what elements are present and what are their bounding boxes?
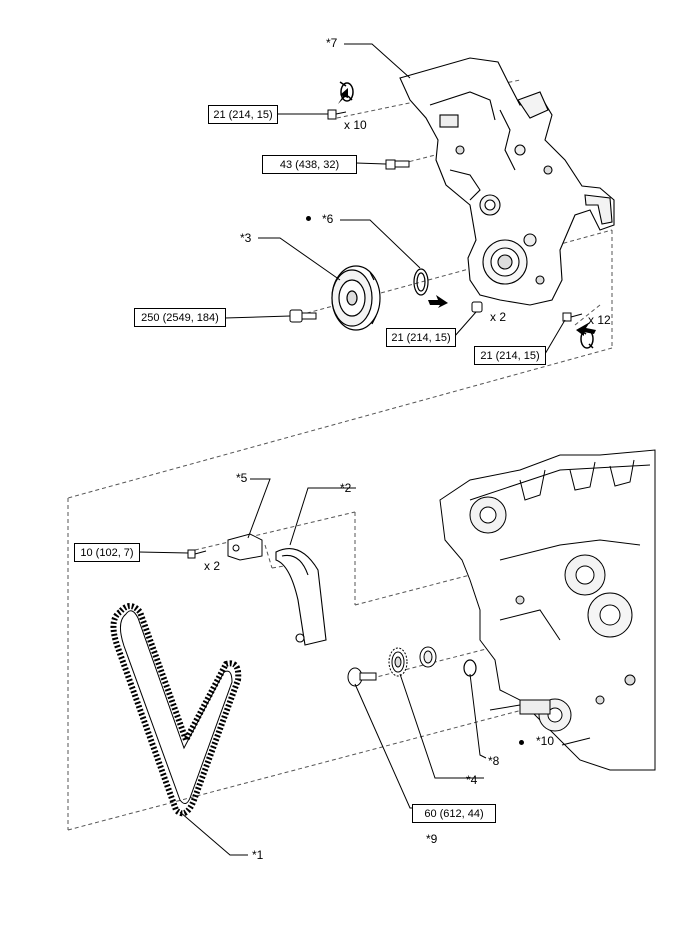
sprocket-washer	[419, 646, 437, 668]
chain-slipper	[275, 548, 327, 646]
callout-10: *10	[536, 734, 555, 748]
pulley-bolt	[289, 309, 317, 323]
torque-spec-cover-low: 21 (214, 15)	[386, 328, 456, 347]
callout-4: *4	[466, 773, 478, 787]
quantity-label-low: x 2	[490, 310, 507, 324]
torque-spec-pulley: 250 (2549, 184)	[134, 308, 226, 327]
callout-5: *5	[236, 471, 248, 485]
timing-chain-cover	[399, 57, 615, 306]
o-ring	[463, 659, 477, 677]
oil-seal	[413, 268, 429, 296]
cover-bolt-right	[562, 312, 583, 322]
quantity-label-tensioner: x 2	[204, 559, 221, 573]
torque-spec-cover-right: 21 (214, 15)	[474, 346, 546, 365]
timing-chain	[110, 603, 242, 817]
torque-spec-cover-mid: 43 (438, 32)	[262, 155, 357, 174]
callout-1: *1	[252, 848, 264, 862]
cover-nut-low	[471, 301, 483, 313]
oil-arrow-icon	[576, 322, 596, 336]
callout-2: *2	[340, 481, 352, 495]
quantity-label-right: x 12	[588, 313, 611, 327]
filled-dot-icon	[519, 740, 524, 745]
callout-7: *7	[326, 36, 338, 50]
torque-spec-cover-top: 21 (214, 15)	[208, 105, 278, 124]
engine-block	[439, 449, 656, 771]
callout-8: *8	[488, 754, 500, 768]
idler-bolt	[347, 667, 377, 687]
timing-chain-inner	[120, 610, 233, 804]
oil-arrow-icon	[428, 295, 448, 308]
callout-3: *3	[240, 231, 252, 245]
chain-tensioner	[227, 533, 263, 561]
filled-dot-icon	[306, 216, 311, 221]
crankshaft-sprocket	[388, 647, 408, 677]
torque-spec-idler: 60 (612, 44)	[412, 804, 496, 823]
oil-arrow-icon	[338, 88, 348, 104]
quantity-label-top: x 10	[344, 118, 367, 132]
crankshaft-pulley	[331, 265, 381, 331]
sealant-rotation-icon	[339, 81, 354, 102]
callout-9: *9	[426, 832, 438, 846]
cover-bolt-mid	[385, 159, 410, 170]
callout-6: *6	[322, 212, 334, 226]
torque-spec-tensioner: 10 (102, 7)	[74, 543, 140, 562]
tensioner-bolt	[187, 549, 207, 559]
